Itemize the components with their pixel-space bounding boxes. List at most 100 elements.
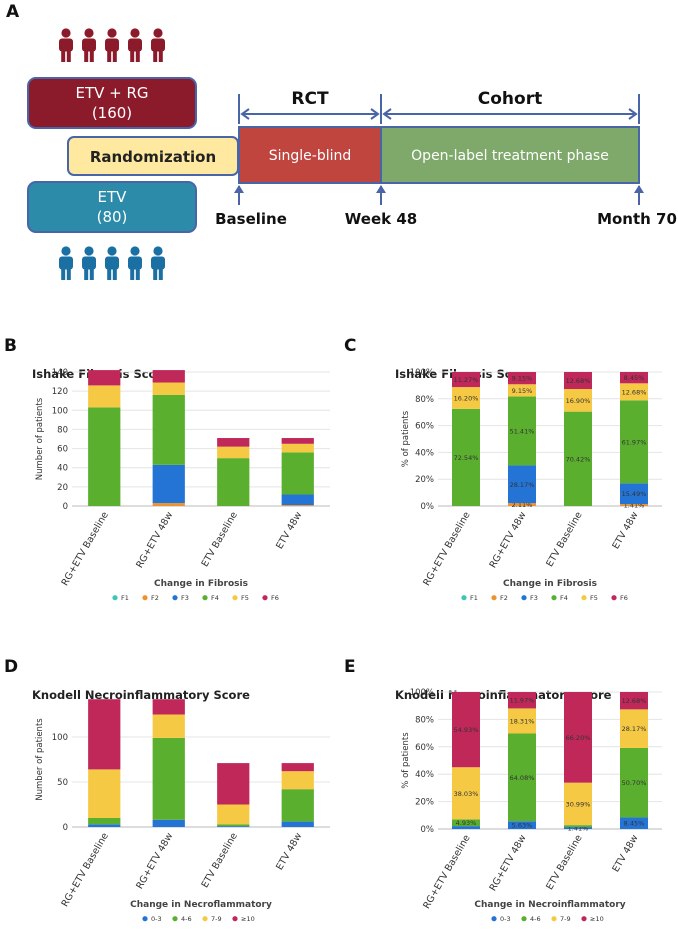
legend-label: ≥10 [590, 915, 604, 923]
bar-segment-4-6 [564, 825, 592, 828]
bar-segment-F2 [152, 503, 185, 506]
legend-marker-F2 [491, 595, 497, 601]
x-tick-label: RG+ETV 48w [134, 510, 175, 570]
y-tick-label: 80% [415, 395, 434, 405]
y-tick-label: 140 [52, 368, 68, 378]
timepoint-baseline: Baseline [215, 210, 287, 228]
data-label: 38.03% [454, 790, 479, 798]
y-tick-label: 0 [63, 823, 68, 833]
y-tick-label: 100 [52, 406, 68, 416]
y-tick-label: 20% [415, 475, 434, 485]
bar-segment-4-6 [281, 789, 314, 822]
bar-segment-F4 [88, 407, 121, 506]
x-tick-label: RG+ETV 48w [134, 831, 175, 891]
bar-segment-F4 [281, 452, 314, 495]
data-label: 9.15% [512, 387, 533, 395]
y-tick-label: 60% [415, 422, 434, 432]
bar-segment-4-6 [217, 824, 250, 827]
bar-segment-F6 [217, 438, 250, 447]
bar-segment-F3 [281, 494, 314, 506]
data-label: 30.99% [566, 800, 591, 808]
panel-a: A ETV + RG (160) Randomization ETV (80) [6, 2, 677, 280]
x-tick-label: RG+ETV Baseline [421, 510, 472, 588]
bar-segment-0-3 [281, 821, 314, 827]
bar-segment-7-9 [152, 714, 185, 738]
bar-segment-7-9 [281, 771, 314, 790]
panel-label-a: A [6, 2, 20, 22]
data-label: 9.15% [512, 375, 533, 383]
person-icon [59, 28, 73, 62]
bar-segment-F4 [564, 411, 592, 506]
x-tick-label: ETV Baseline [200, 510, 240, 569]
arm-etv-name: ETV [98, 188, 128, 206]
phase-cohort-label: Cohort [478, 89, 542, 109]
person-icon [151, 246, 165, 280]
bar-segment-0-3 [152, 819, 185, 827]
legend-label: F2 [500, 594, 508, 602]
bar-segment-F3 [508, 465, 536, 504]
legend-marker-≥10 [232, 916, 238, 922]
bar-segment-4-6 [620, 747, 648, 818]
bar-segment-7-9 [217, 804, 250, 825]
timeline [238, 94, 640, 124]
bar-segment-≥10 [217, 763, 250, 805]
data-label: 15.49% [622, 490, 647, 498]
person-icon [82, 246, 96, 280]
timepoint-week48: Week 48 [345, 210, 417, 228]
x-tick-label: ETV 48w [610, 510, 640, 551]
bar-segment-F3 [152, 464, 185, 504]
panel-label-c: C [344, 336, 356, 356]
bar-segment-4-6 [508, 733, 536, 822]
open-label-phase [380, 126, 640, 184]
bar-segment-4-6 [452, 819, 480, 827]
bar-segment-7-9 [452, 767, 480, 820]
bar-segment-≥10 [281, 763, 314, 772]
y-axis-label: % of patients [401, 410, 411, 467]
y-tick-label: 60 [57, 445, 68, 455]
legend-marker-7-9 [202, 916, 208, 922]
bar-segment-0-3 [452, 826, 480, 829]
x-tick-label: ETV Baseline [544, 833, 584, 892]
y-tick-label: 50 [57, 778, 68, 788]
bar-segment-F5 [508, 384, 536, 397]
y-tick-label: 100% [410, 688, 434, 698]
bar-segment-≥10 [152, 699, 185, 715]
x-tick-label: ETV 48w [274, 831, 304, 872]
x-axis-label: Change in Necroinflammatory [474, 900, 625, 910]
bar-segment-F3 [620, 483, 648, 505]
bar-segment-F6 [508, 372, 536, 385]
legend-label: ≥10 [241, 915, 255, 923]
y-tick-label: 0% [421, 502, 435, 512]
y-tick-label: 40% [415, 770, 434, 780]
panel-label-e: E [344, 657, 356, 677]
data-label: 4.93% [456, 819, 477, 827]
y-axis-label: Number of patients [35, 397, 45, 480]
legend-marker-F6 [262, 595, 268, 601]
data-label: 8.45% [624, 374, 645, 382]
data-label: 72.54% [454, 454, 479, 462]
bar-segment-F6 [152, 370, 185, 383]
x-tick-label: ETV 48w [610, 833, 640, 874]
x-axis-label: Change in Fibrosis [154, 579, 248, 589]
bar-segment-0-3 [508, 821, 536, 829]
bar-segment-≥10 [620, 692, 648, 710]
bar-segment-F4 [508, 396, 536, 466]
x-tick-label: RG+ETV 48w [488, 833, 529, 893]
bar-segment-F4 [217, 458, 250, 506]
legend-marker-≥10 [581, 916, 587, 922]
person-icon [105, 246, 119, 280]
legend-marker-F6 [611, 595, 617, 601]
y-tick-label: 0% [421, 825, 435, 835]
legend-label: F6 [271, 594, 279, 602]
x-axis-label: Change in Necroflammatory [130, 900, 272, 910]
y-tick-label: 80% [415, 715, 434, 725]
legend-label: F4 [560, 594, 568, 602]
bar-segment-F2 [620, 504, 648, 506]
legend-label: F3 [181, 594, 189, 602]
bar-segment-≥10 [564, 691, 592, 783]
y-tick-label: 120 [52, 387, 68, 397]
legend-label: F4 [211, 594, 219, 602]
legend-marker-F4 [202, 595, 208, 601]
